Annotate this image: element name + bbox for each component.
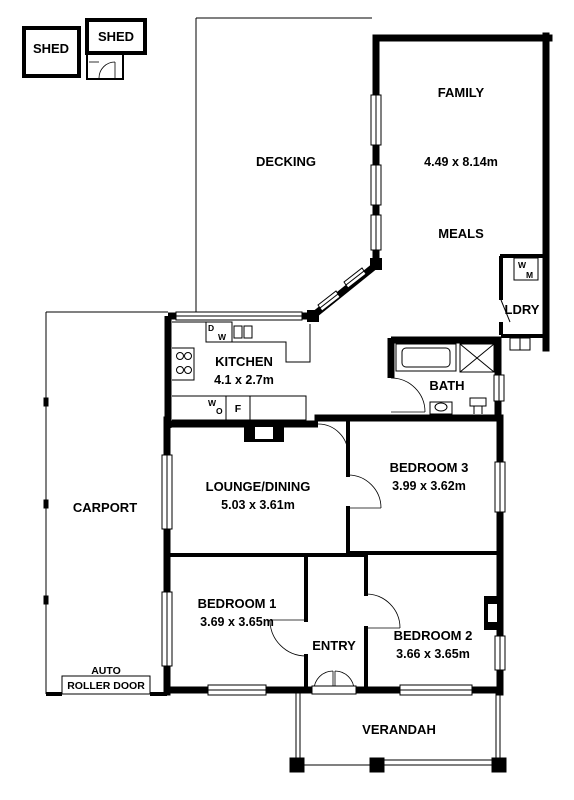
dishwasher-w: W [218,332,227,342]
family-label: FAMILY [438,85,485,100]
lounge-dining-label: LOUNGE/DINING [206,479,311,494]
lounge-dining-dimensions: 5.03 x 3.61m [221,498,295,512]
decking-outline [195,17,372,312]
fridge-label: F [235,403,242,415]
carport [43,311,168,696]
wall-oven-w: W [208,398,217,408]
wall-oven-o: O [216,406,223,416]
bedroom2-label: BEDROOM 2 [394,628,473,643]
roller-door-label: ROLLER DOOR [67,680,145,692]
bedroom3-label: BEDROOM 3 [390,460,469,475]
verandah-label: VERANDAH [362,722,436,737]
meals-label: MEALS [438,226,484,241]
main-windows [161,454,506,696]
kitchen-bench [172,321,311,421]
shed-left-outline [22,26,81,78]
entry-label: ENTRY [312,638,356,653]
entry-door-opening [311,685,357,695]
bath-label: BATH [429,378,464,393]
laundry-label: LDRY [505,302,540,317]
shed-right-annex [86,52,124,80]
carport-label: CARPORT [73,500,137,515]
bath-window [493,374,505,402]
bedroom1-label: BEDROOM 1 [198,596,277,611]
fireplace [244,424,284,442]
family-dimensions: 4.49 x 8.14m [424,155,498,169]
kitchen-label: KITCHEN [215,354,273,369]
kitchen-dimensions: 4.1 x 2.7m [214,373,274,387]
family-left-windows [370,94,382,251]
bedroom2-fireplace [484,596,500,630]
labels: SHED SHED FAMILY 4.49 x 8.14m MEALS DECK… [33,29,540,737]
kitchen-window [175,311,303,321]
auto-label: AUTO [91,665,121,677]
bedroom2-dimensions: 3.66 x 3.65m [396,647,470,661]
shed-left-label: SHED [33,41,69,56]
dishwasher-d: D [208,323,214,333]
decking-label: DECKING [256,154,316,169]
shed-right-label: SHED [98,29,134,44]
verandah [289,692,507,773]
sheds [22,18,147,80]
laundry [499,254,546,351]
bedroom3-dimensions: 3.99 x 3.62m [392,479,466,493]
washing-machine-m: M [526,270,533,280]
washing-machine-w: W [518,260,527,270]
shed-door-swing [98,61,116,79]
bedroom1-dimensions: 3.69 x 3.65m [200,615,274,629]
